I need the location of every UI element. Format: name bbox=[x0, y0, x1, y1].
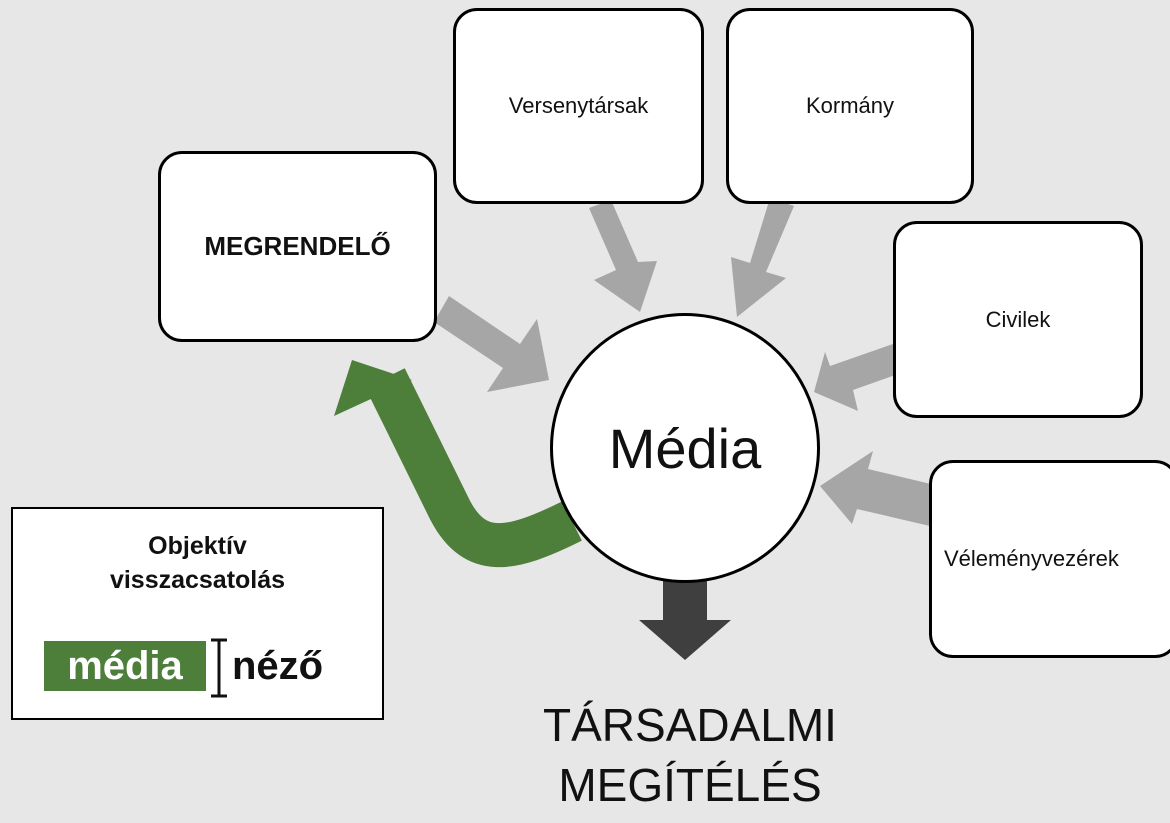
kormany-box: Kormány bbox=[726, 8, 974, 204]
versenytarsak-box: Versenytársak bbox=[453, 8, 704, 204]
kormany-label: Kormány bbox=[805, 93, 895, 118]
arrow-megrendelo-to-media bbox=[434, 296, 549, 392]
versenytarsak-label: Versenytársak bbox=[508, 93, 649, 118]
arrow-civilek-to-media bbox=[814, 344, 901, 411]
feedback-box: Objektív visszacsatolás média néző bbox=[11, 507, 384, 720]
feedback-title-line2: visszacsatolás bbox=[109, 566, 286, 594]
civilek-box: Civilek bbox=[893, 221, 1143, 418]
feedback-title-line1: Objektív bbox=[148, 532, 247, 560]
velemenyvezerek-box: Véleményvezérek bbox=[929, 460, 1170, 658]
media-circle: Média bbox=[550, 313, 820, 583]
logo-nezo-text: néző bbox=[232, 644, 324, 688]
feedback-arrow bbox=[334, 360, 582, 568]
megrendelo-box: MEGRENDELŐ bbox=[158, 151, 437, 342]
outcome-arrow bbox=[639, 579, 731, 660]
logo-media-text: média bbox=[44, 641, 206, 691]
outcome-line1: TÁRSADALMI bbox=[543, 699, 837, 751]
text-cursor-icon bbox=[211, 638, 227, 698]
arrow-velemenyvezerek-to-media bbox=[820, 451, 935, 526]
outcome-label: TÁRSADALMI MEGÍTÉLÉS bbox=[470, 695, 910, 815]
feedback-title: Objektív visszacsatolás bbox=[13, 529, 382, 597]
civilek-label: Civilek bbox=[985, 306, 1051, 332]
megrendelo-label: MEGRENDELŐ bbox=[204, 231, 391, 261]
medianezo-logo: média néző bbox=[44, 637, 344, 698]
velemenyvezerek-label: Véleményvezérek bbox=[944, 546, 1119, 571]
media-label: Média bbox=[608, 416, 762, 480]
outcome-line2: MEGÍTÉLÉS bbox=[558, 759, 822, 811]
arrow-kormany-to-media bbox=[731, 198, 794, 317]
arrow-versenytarsak-to-media bbox=[589, 200, 657, 312]
